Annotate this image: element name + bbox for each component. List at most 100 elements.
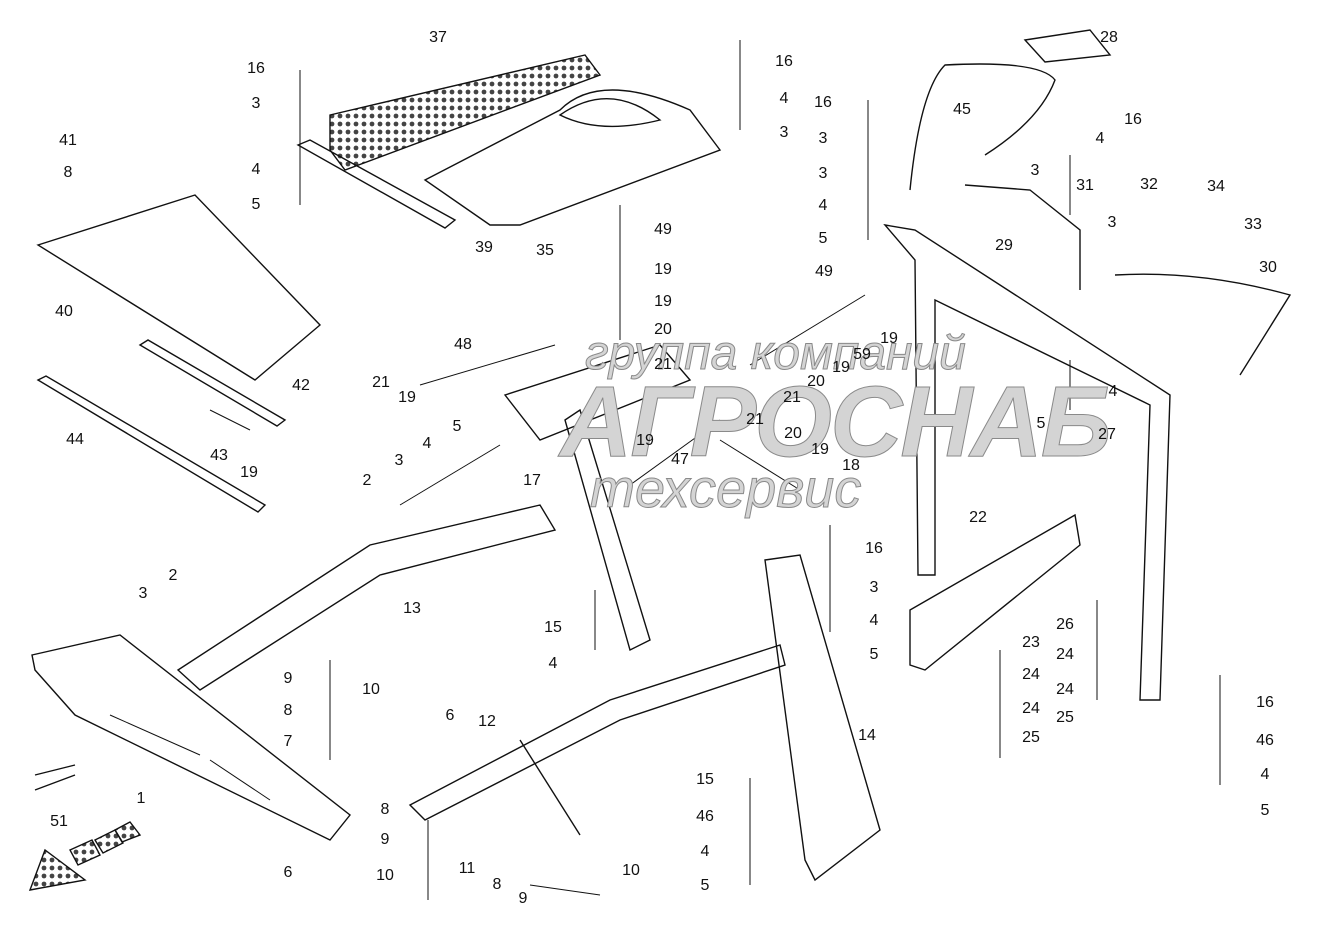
callout-number: 47 <box>671 451 689 468</box>
strip-44 <box>36 375 267 513</box>
callout-number: 4 <box>251 161 261 178</box>
callout-number: 19 <box>654 293 672 310</box>
bumper-1 <box>31 634 351 841</box>
callout-number: 30 <box>1259 259 1277 276</box>
bracket-39 <box>296 139 457 229</box>
callout-number: 3 <box>869 579 879 596</box>
callout-number: 16 <box>814 94 832 111</box>
callout-number: 4 <box>1095 130 1105 147</box>
frame-22 <box>909 513 1081 671</box>
callout-number: 4 <box>548 655 558 672</box>
callout-number: 4 <box>1108 383 1118 400</box>
frame-12-brace <box>519 739 581 836</box>
callout-number: 25 <box>1056 709 1074 726</box>
callout-number: 6 <box>445 707 455 724</box>
callout-number: 19 <box>811 441 829 458</box>
callout-number: 4 <box>1260 766 1270 783</box>
arrow-pad <box>114 821 142 843</box>
callout-number: 10 <box>362 681 380 698</box>
frame-13 <box>176 504 557 691</box>
callout-number: 43 <box>210 447 228 464</box>
callout-number: 3 <box>818 165 828 182</box>
callout-number: 27 <box>1098 426 1116 443</box>
callout-number: 20 <box>784 425 802 442</box>
callout-number: 20 <box>654 321 672 338</box>
direction-arrow <box>28 848 87 891</box>
callout-number: 22 <box>969 509 987 526</box>
callout-number: 2 <box>168 567 178 584</box>
frame-27 <box>883 223 1171 701</box>
callout-number: 19 <box>880 330 898 347</box>
callout-number: 5 <box>869 646 879 663</box>
callout-number: 6 <box>283 864 293 881</box>
callout-number: 7 <box>283 733 293 750</box>
callout-number: 29 <box>995 237 1013 254</box>
panel-40 <box>36 194 322 381</box>
callout-number: 4 <box>869 612 879 629</box>
callout-number: 51 <box>50 813 68 830</box>
callout-number: 3 <box>394 452 404 469</box>
callout-number: 19 <box>832 359 850 376</box>
callout-number: 32 <box>1140 176 1158 193</box>
callout-number: 16 <box>865 540 883 557</box>
callout-number: 3 <box>1107 214 1117 231</box>
callout-number: 24 <box>1022 666 1040 683</box>
callout-number: 3 <box>251 95 261 112</box>
callout-number: 3 <box>818 130 828 147</box>
callout-number: 5 <box>452 418 462 435</box>
light-28 <box>1023 29 1112 63</box>
callout-number: 37 <box>429 29 447 46</box>
callout-number: 15 <box>696 771 714 788</box>
callout-number: 1 <box>136 790 146 807</box>
callout-number: 21 <box>372 374 390 391</box>
callout-number: 44 <box>66 431 84 448</box>
callout-number: 41 <box>59 132 77 149</box>
callout-number: 4 <box>700 843 710 860</box>
callout-number: 8 <box>63 164 73 181</box>
callout-number: 16 <box>775 53 793 70</box>
callout-number: 10 <box>622 862 640 879</box>
handle-29 <box>964 184 1081 290</box>
callout-number: 3 <box>138 585 148 602</box>
frame-12 <box>408 644 786 821</box>
callout-number: 5 <box>1036 415 1046 432</box>
callout-number: 42 <box>292 377 310 394</box>
pillar-17 <box>564 408 651 652</box>
bumper-slots <box>109 714 271 801</box>
callout-number: 4 <box>779 90 789 107</box>
callout-number: 10 <box>376 867 394 884</box>
callout-number: 9 <box>518 890 528 907</box>
callout-number: 21 <box>654 356 672 373</box>
callout-number: 12 <box>478 713 496 730</box>
callout-number: 18 <box>842 457 860 474</box>
callout-number: 35 <box>536 242 554 259</box>
step-plate-37 <box>329 54 602 171</box>
fastener-stacks <box>209 40 1221 900</box>
callout-number: 49 <box>815 263 833 280</box>
callout-number: 16 <box>247 60 265 77</box>
callout-number: 17 <box>523 472 541 489</box>
callout-number: 24 <box>1022 700 1040 717</box>
callout-number: 19 <box>398 389 416 406</box>
callout-number: 5 <box>818 230 828 247</box>
callout-number: 16 <box>1124 111 1142 128</box>
callout-number: 34 <box>1207 178 1225 195</box>
callout-number: 11 <box>458 860 476 877</box>
callout-number: 21 <box>783 389 801 406</box>
callout-number: 24 <box>1056 646 1074 663</box>
callout-number: 5 <box>1260 802 1270 819</box>
callout-number: 23 <box>1022 634 1040 651</box>
plate-48 <box>503 344 692 441</box>
callout-number: 3 <box>1030 162 1040 179</box>
cover-35-recess <box>558 97 662 128</box>
callout-number: 16 <box>1256 694 1274 711</box>
strip-42 <box>138 339 287 427</box>
callout-number: 40 <box>55 303 73 320</box>
callout-number: 5 <box>700 877 710 894</box>
callout-number: 19 <box>654 261 672 278</box>
callout-number: 4 <box>818 197 828 214</box>
callout-number: 2 <box>362 472 372 489</box>
